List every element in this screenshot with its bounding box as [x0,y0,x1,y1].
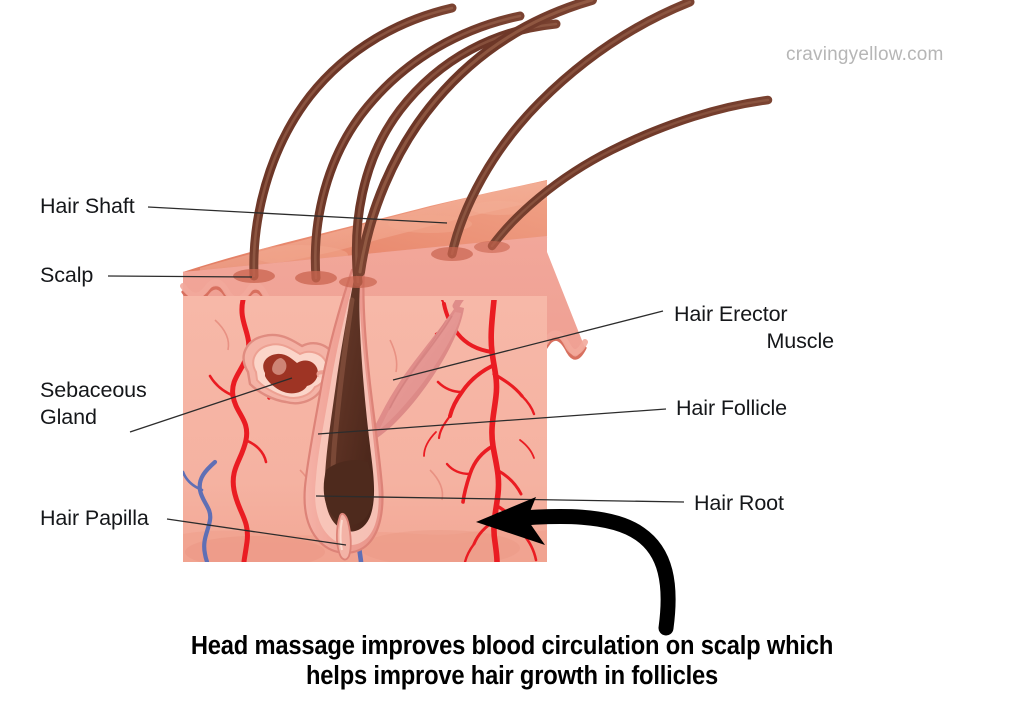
leader-sebaceous-gland [129,377,293,433]
label-hair-erector-muscle-line2: Muscle [766,329,834,353]
leader-scalp [107,275,253,278]
caption-text: Head massage improves blood circulation … [36,631,988,691]
label-sebaceous-gland: Sebaceous Gland [40,378,147,429]
blood-flow-arrow [476,497,676,636]
hair-shafts [233,0,773,288]
hair-follicle [303,266,384,561]
hair-papilla [335,512,352,561]
caption-line-1: Head massage improves blood circulation … [190,632,834,660]
site-watermark: cravingyellow.com [786,44,944,65]
vein-left [183,459,218,562]
label-hair-shaft: Hair Shaft [40,194,135,218]
leader-hair-shaft [147,206,448,224]
leader-lines [107,206,685,546]
leader-hair-root [315,495,685,503]
caption-line-2: helps improve hair growth in follicles [306,662,718,690]
label-scalp: Scalp [40,263,94,287]
label-hair-erector-muscle: Hair Erector Muscle [674,274,834,382]
label-hair-erector-muscle-line1: Hair Erector [674,302,788,326]
label-hair-papilla: Hair Papilla [40,506,149,530]
leader-hair-follicle [317,408,667,435]
label-hair-follicle: Hair Follicle [676,396,787,420]
leader-hair-papilla [166,518,347,546]
leader-hair-erector-muscle [392,310,664,381]
label-hair-root: Hair Root [694,491,784,515]
